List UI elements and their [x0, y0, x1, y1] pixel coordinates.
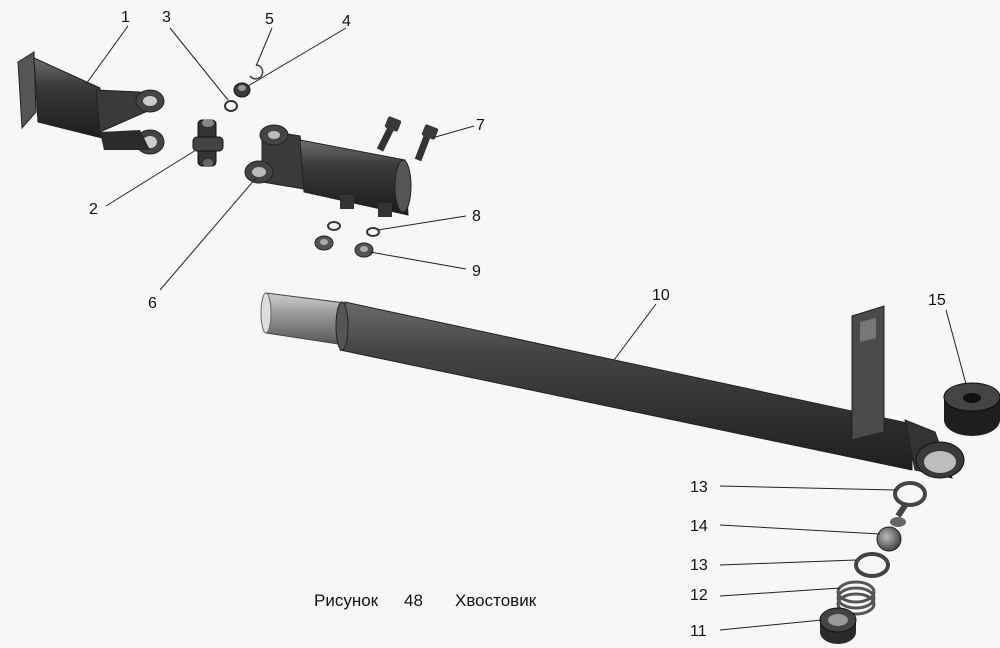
callout-1: 1	[121, 9, 130, 26]
part-3-ring	[224, 100, 238, 112]
callout-5: 5	[265, 11, 274, 28]
caption-number: 48	[404, 591, 423, 610]
part-4-bushing	[233, 82, 251, 98]
callout-11: 11	[690, 623, 707, 640]
part-8-washers	[327, 221, 380, 237]
part-12-spring	[836, 580, 876, 616]
caption-word: Рисунок	[314, 591, 379, 610]
caption-title: Хвостовик	[455, 591, 537, 610]
part-14-ball-pin	[876, 502, 909, 552]
callout-8: 8	[472, 208, 481, 225]
callout-7: 7	[476, 117, 485, 134]
callout-9: 9	[472, 263, 481, 280]
callout-10: 10	[652, 287, 670, 304]
figure-caption: Рисунок 48 Хвостовик	[314, 591, 537, 610]
callout-4: 4	[342, 13, 351, 30]
callout-14: 14	[690, 518, 708, 535]
part-7-bolts	[376, 116, 439, 162]
part-13-ring-lower	[854, 552, 890, 578]
callout-13-upper: 13	[690, 479, 708, 496]
part-9-nuts	[314, 235, 374, 258]
leader-lines	[85, 25, 967, 631]
callout-6: 6	[148, 295, 157, 312]
part-10-shaft	[260, 292, 965, 479]
part-2-cross-spider	[192, 119, 224, 167]
callout-labels: 1 2 3 4 5 6 7 8 9 10 11 12 13 14 13 15	[89, 9, 946, 640]
part-11-cup	[819, 607, 857, 644]
callout-13-lower: 13	[690, 557, 708, 574]
callout-3: 3	[162, 9, 171, 26]
part-13-ring-upper	[893, 481, 927, 507]
part-6-yoke-body	[244, 124, 412, 217]
part-5-circlip	[249, 64, 264, 80]
callout-15: 15	[928, 292, 946, 309]
part-15-cap	[943, 382, 1000, 436]
callout-2: 2	[89, 201, 98, 218]
part-1-flange-yoke	[17, 51, 165, 155]
callout-12: 12	[690, 587, 708, 604]
